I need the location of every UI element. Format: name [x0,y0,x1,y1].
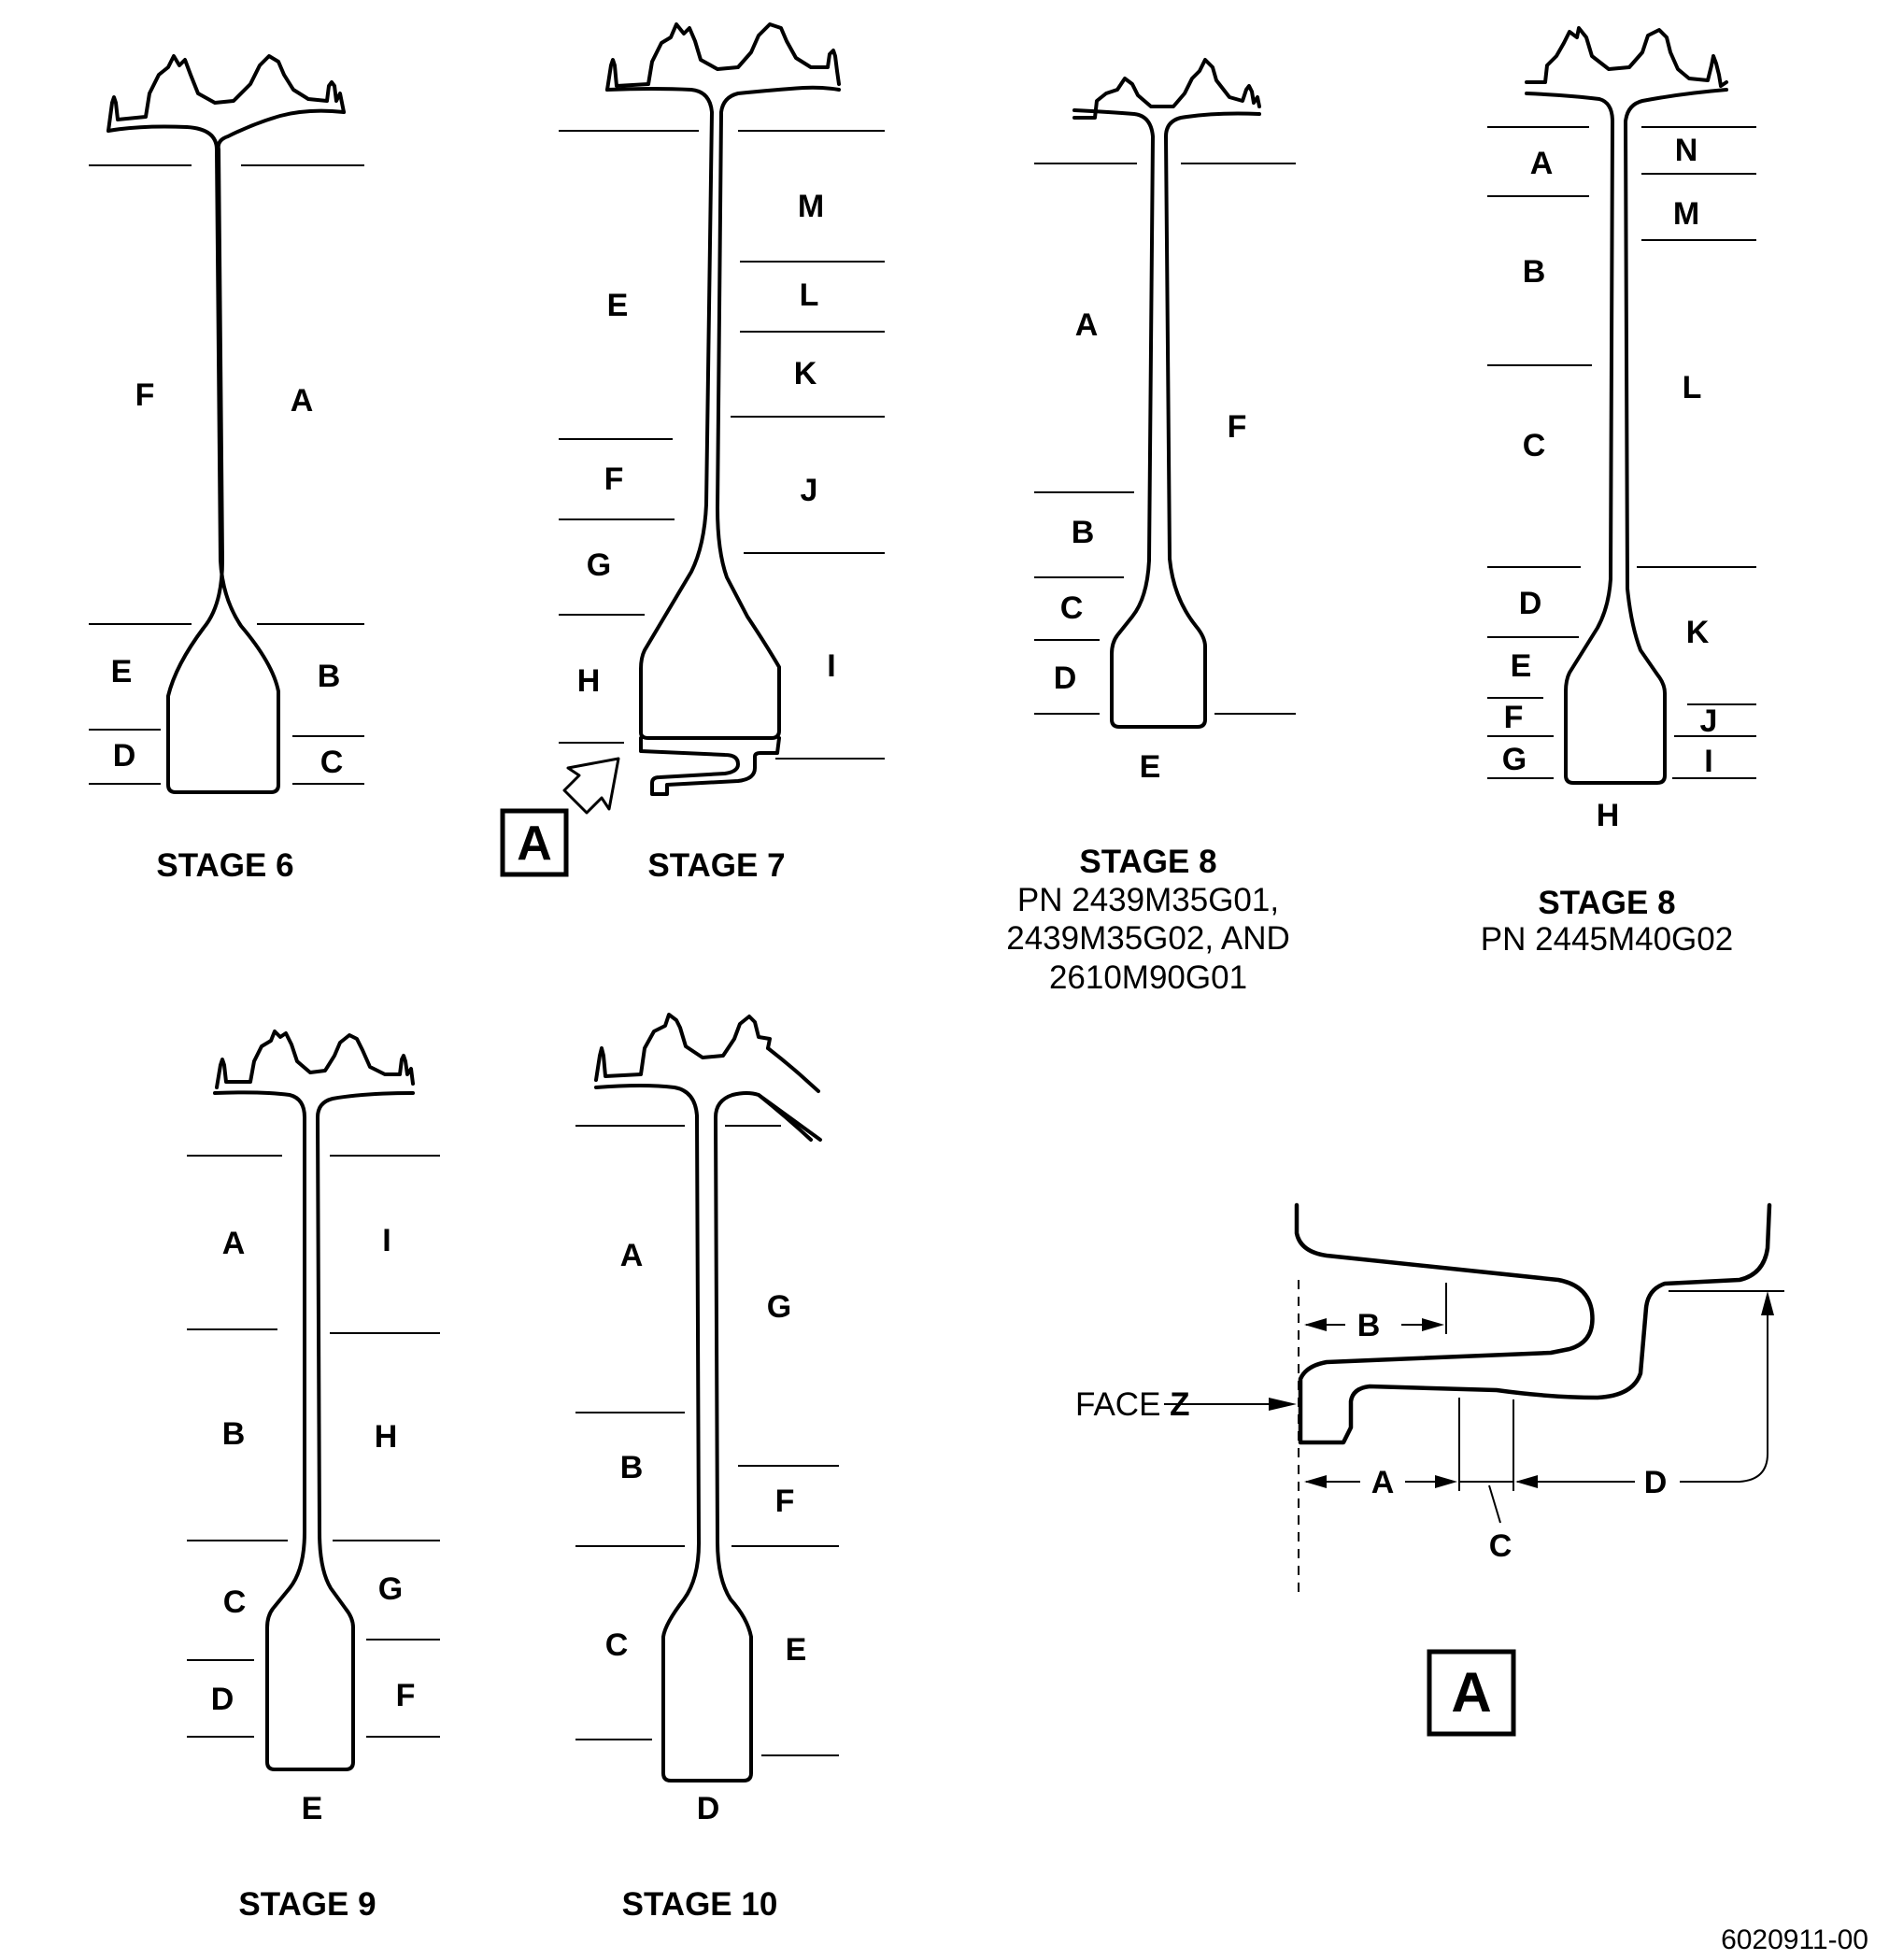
stage-8b-label-h: H [1597,798,1620,833]
stage-10-caption: STAGE 10 [622,1886,778,1923]
stage-6-label-c: C [320,745,344,780]
stage-6-label-d: D [113,738,136,774]
stage-9-label-e: E [302,1791,323,1826]
stage-10-label-e: E [786,1632,807,1668]
detail-a-profile [1294,1202,1772,1445]
stage-9-label-f: F [396,1678,416,1713]
stage-7-airfoil-outline [605,85,841,740]
stage-7-label-i: I [827,648,835,684]
detail-a-title: A [1451,1661,1491,1724]
stage-8b-pn-line-1: PN 2445M40G02 [1481,921,1733,958]
stage-8a-airfoil-outline [1072,108,1261,729]
stage-8a-label-c: C [1060,590,1084,626]
stage-7-platform-hook [639,736,781,796]
stage-8b-label-l: L [1683,370,1702,405]
stage-7-label-m: M [798,189,824,224]
stage-8b-caption: STAGE 8 [1538,885,1675,921]
stage-8a-label-d: D [1054,660,1077,696]
detail-a-face-word: FACE [1075,1386,1170,1423]
stage-9-label-g: G [378,1571,403,1607]
stage-8b-airfoil-outline [1525,88,1728,785]
stage-9-label-i: I [382,1223,391,1258]
stage-6-label-f: F [135,377,155,413]
stage-7-label-j: J [801,473,818,508]
detail-a-title-box [1427,1649,1516,1737]
detail-a-dim-a: A [1371,1465,1395,1500]
stage-10-dovetail [594,1013,772,1082]
stage-8a-label-a: A [1075,307,1099,343]
stage-7-view-arrow [562,757,620,815]
stage-7-detail-ref: A [517,817,552,871]
stage-8b-label-j: J [1700,703,1718,739]
stage-6-label-a: A [291,383,314,419]
stage-10-label-b: B [620,1450,644,1485]
stage-8b-label-i: I [1704,744,1712,779]
stage-6-dovetail [107,54,346,133]
stage-10-shroud-arm-lower [757,1093,813,1142]
stage-9-label-b: B [222,1416,246,1452]
stage-10-shroud-arm [766,1046,820,1093]
stage-8a-pn-line-3: 2610M90G01 [1049,959,1247,996]
stage-7-drawing [500,22,885,877]
stage-9-label-c: C [223,1584,247,1620]
stage-10-drawing [575,1013,839,1782]
stage-8a-label-e: E [1140,749,1161,785]
stage-8b-label-a: A [1530,146,1554,181]
stage-9-drawing [187,1030,440,1771]
stage-8b-label-c: C [1523,428,1546,463]
stage-8b-label-d: D [1519,586,1542,621]
stage-8a-drawing [1034,58,1296,729]
stage-9-caption: STAGE 9 [238,1886,376,1923]
stage-10-label-d: D [697,1791,720,1826]
stage-9-airfoil-outline [213,1090,415,1771]
detail-a-drawing [1164,1202,1784,1737]
stage-6-airfoil-outline [107,108,346,794]
stage-8b-label-f: F [1504,700,1524,735]
stage-7-label-g: G [587,547,611,583]
stage-7-label-f: F [604,462,624,497]
stage-7-caption: STAGE 7 [647,847,785,884]
stage-6-caption: STAGE 6 [156,847,293,884]
stage-8b-dovetail [1525,26,1728,88]
stage-6-label-b: B [318,659,341,694]
detail-a-dim-b: B [1357,1308,1381,1343]
stage-7-label-e: E [607,288,629,323]
detail-a-dim-c: C [1489,1528,1513,1564]
detail-a-face-letter: Z [1170,1386,1189,1423]
stage-8a-caption: STAGE 8 [1079,844,1216,880]
stage-8a-pn-line-1: PN 2439M35G01, [1017,882,1279,918]
stage-9-label-h: H [375,1419,398,1455]
stage-10-label-g: G [767,1289,791,1325]
stage-10-label-c: C [605,1627,629,1663]
stage-8b-label-k: K [1686,615,1710,650]
stage-8b-label-e: E [1511,648,1532,684]
stage-7-label-l: L [800,277,819,313]
stage-9-label-a: A [222,1226,246,1261]
stage-8a-label-f: F [1228,409,1247,445]
stage-7-dovetail [605,22,841,92]
stage-8b-label-m: M [1673,196,1699,232]
stage-7-label-h: H [577,663,601,699]
stage-8b-label-n: N [1675,133,1698,168]
stage-8b-label-b: B [1523,254,1546,290]
stage-10-airfoil-outline [594,1084,822,1782]
stage-10-label-f: F [775,1484,795,1519]
stage-8b-drawing [1487,26,1756,785]
stage-9-dovetail [215,1030,415,1089]
detail-a-dim-d: D [1644,1465,1668,1500]
stage-9-label-d: D [211,1682,234,1717]
stage-8a-label-b: B [1072,515,1095,550]
detail-a-face-label: FACE Z [1075,1386,1190,1423]
figure-number: 6020911-00 [1721,1924,1868,1955]
stage-8a-dovetail [1072,58,1261,120]
stage-7-detail-a-box [500,808,569,877]
stage-6-label-e: E [111,654,133,689]
stage-7-label-k: K [794,356,817,391]
stage-10-label-a: A [620,1238,644,1273]
stage-8b-label-g: G [1502,742,1527,777]
stage-8a-pn-line-2: 2439M35G02, AND [1006,920,1290,957]
stage-6-drawing [89,54,364,794]
